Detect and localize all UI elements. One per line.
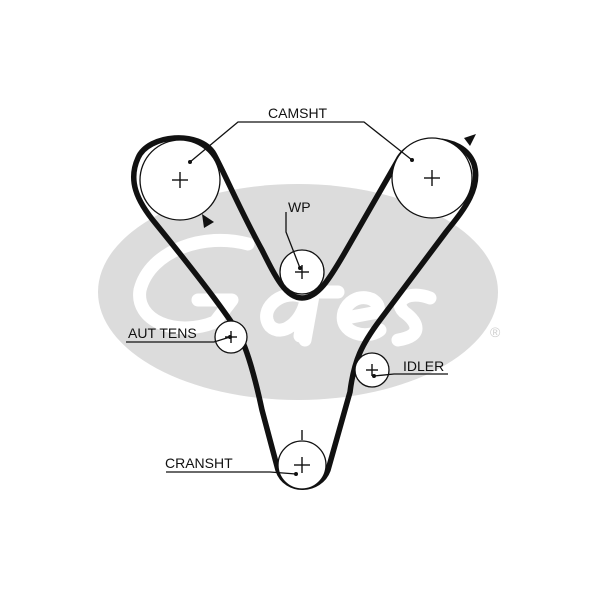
crankshaft-pulley [277, 430, 327, 490]
water-pump-pulley [279, 249, 325, 295]
auto-tensioner-leader-line [126, 336, 231, 343]
rotation-arrow-icon [202, 214, 214, 228]
label-idler: IDLER [403, 358, 444, 374]
camshaft-pulley-left [139, 139, 221, 221]
idler-pulley [354, 352, 390, 388]
registered-mark: ® [490, 324, 501, 340]
rotation-arrow-icon [464, 134, 476, 146]
camshaft-leader-line [189, 121, 413, 163]
water-pump-leader-line [285, 212, 301, 269]
label-auto-tensioner: AUT TENS [128, 325, 197, 341]
camshaft-pulley-right [391, 137, 473, 219]
label-water-pump: WP [288, 199, 311, 215]
label-crankshaft: CRANSHT [165, 455, 233, 471]
idler-leader-line [373, 373, 448, 377]
label-camshaft: CAMSHT [268, 105, 328, 121]
crankshaft-leader-line [166, 471, 297, 475]
